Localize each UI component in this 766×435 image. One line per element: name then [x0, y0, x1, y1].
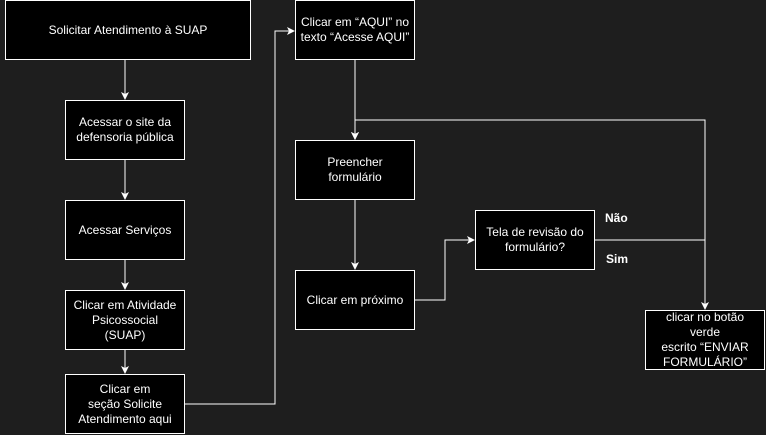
node-enviar-formulario: clicar no botão verde escrito “ENVIAR FO… — [645, 310, 765, 370]
edge-proximo-to-revisao — [415, 236, 475, 301]
node-clicar-secao: Clicar em seção Solicite Atendimento aqu… — [65, 374, 185, 434]
edge-secao-to-aqui — [185, 27, 295, 405]
node-acessar-servicos: Acessar Serviços — [65, 200, 185, 260]
node-clicar-aqui: Clicar em “AQUI” no texto “Acesse AQUI” — [295, 0, 415, 60]
node-clicar-atividade: Clicar em Atividade Psicossocial (SUAP) — [65, 290, 185, 350]
edge-label-sim: Sim — [606, 252, 629, 266]
node-solicitar-atendimento: Solicitar Atendimento à SUAP — [5, 0, 251, 60]
node-acessar-site: Acessar o site da defensoria pública — [65, 100, 185, 160]
node-preencher-formulario: Preencher formulário — [295, 140, 415, 200]
node-tela-revisao-decision: Tela de revisão do formulário? — [475, 210, 595, 270]
edge-label-nao: Não — [605, 211, 628, 225]
node-clicar-proximo: Clicar em próximo — [295, 270, 415, 330]
edge-revisao-no-loop — [351, 119, 706, 241]
